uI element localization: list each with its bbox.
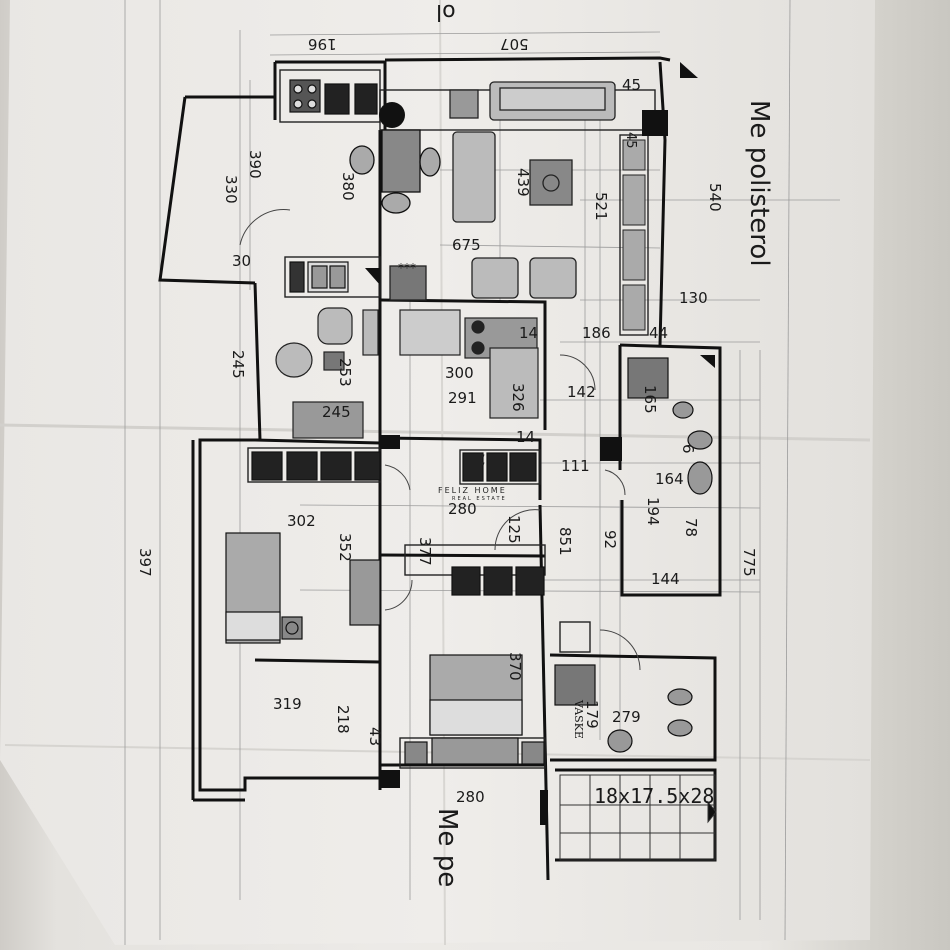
dim-43: 43 (366, 727, 384, 747)
dim-130: 130 (679, 289, 708, 307)
dim-14-b: 14 (516, 428, 536, 446)
dim-92: 92 (601, 530, 619, 550)
columns (365, 62, 715, 825)
door-swings (239, 209, 641, 671)
dim-186: 186 (582, 324, 611, 342)
note-me-polisterol: Me polisterol (744, 100, 774, 267)
dim-291: 291 (448, 389, 477, 407)
wardrobe-living (622, 139, 646, 331)
dim-218: 218 (334, 705, 352, 734)
dim-319: 319 (273, 695, 302, 713)
dim-253: 253 (336, 358, 354, 387)
dim-125: 125 (505, 515, 523, 544)
ol-fragment: ol (436, 0, 456, 24)
dim-775: 775 (740, 548, 758, 577)
dim-142: 142 (567, 383, 596, 401)
bathroom-fixtures (554, 357, 713, 753)
dim-675: 675 (452, 236, 481, 254)
dim-45-top: 45 (622, 76, 642, 94)
dim-14-a: 14 (519, 324, 539, 342)
dim-44: 44 (649, 324, 669, 342)
dim-397: 397 (136, 548, 154, 577)
dim-280-b: 280 (456, 788, 485, 806)
dim-245-a: 245 (229, 350, 247, 379)
label-vaske: VASKE (572, 700, 585, 739)
dim-352: 352 (336, 533, 354, 562)
note-me-pe: Me pe (432, 808, 462, 888)
dim-245-b: 245 (322, 403, 351, 421)
walls (158, 56, 722, 881)
paper-sheet (0, 0, 875, 945)
dim-370: 370 (506, 652, 524, 681)
dim-439: 439 (514, 168, 532, 197)
dim-390: 390 (246, 150, 264, 179)
stairs-dimension: 18x17.5x28 (594, 784, 715, 808)
stairs (559, 774, 717, 861)
dim-196: 196 (308, 35, 337, 53)
dim-165: 165 (641, 385, 659, 414)
kitchen-counter (289, 79, 378, 293)
dim-540: 540 (706, 183, 724, 212)
bedroom-1-furniture (275, 307, 539, 439)
dim-280-a: 280 (448, 500, 477, 518)
dim-377: 377 (416, 537, 434, 566)
dim-507: 507 (500, 35, 529, 53)
dim-330: 330 (222, 175, 240, 204)
dim-78: 78 (682, 518, 700, 538)
watermark-logo (466, 452, 486, 482)
dim-45: 45 (623, 132, 638, 149)
dim-851: 851 (556, 527, 574, 556)
dim-302: 302 (287, 512, 316, 530)
paper-fold (0, 423, 871, 442)
dim-30: 30 (232, 252, 252, 270)
dim-521: 521 (592, 192, 610, 221)
dim-194: 194 (644, 497, 662, 526)
dim-279: 279 (612, 708, 641, 726)
watermark-brand: FELIZ HOME (438, 486, 507, 495)
bedroom-3-furniture (404, 566, 545, 765)
paper-fold (439, 0, 446, 946)
watermark-tagline: REAL ESTATE (452, 496, 507, 502)
dim-179: 179 (583, 700, 601, 729)
bedroom-2-furniture (225, 451, 537, 644)
dim-6: 6 (679, 444, 697, 454)
rug-stars: *** (398, 261, 416, 275)
dim-111: 111 (561, 457, 590, 475)
dim-326: 326 (509, 383, 527, 412)
living-furniture (389, 81, 616, 301)
dim-164: 164 (655, 470, 684, 488)
dim-380: 380 (339, 172, 357, 201)
dim-144: 144 (651, 570, 680, 588)
dim-300: 300 (445, 364, 474, 382)
dining-table (349, 129, 441, 214)
